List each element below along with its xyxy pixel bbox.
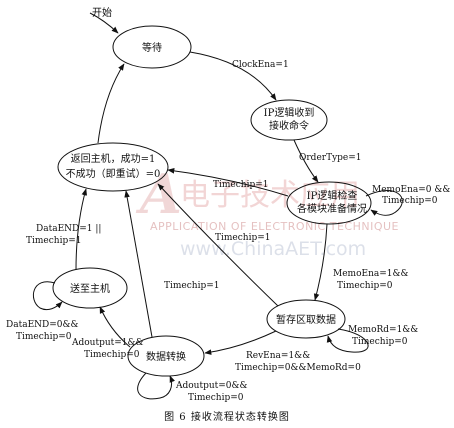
state-return-host-line1: 返回主机，成功=1 <box>71 152 156 165</box>
state-store-data: 暂存区取数据 <box>266 299 346 339</box>
label-revena1-l1: RevEna=1&& <box>246 351 310 361</box>
edge-send-to-return <box>75 188 88 271</box>
state-ip-check-line1: IP逻辑检查 <box>307 189 358 202</box>
label-adoutput1-l1: Adoutput=1&& <box>71 338 144 348</box>
label-clockena: ClockEna=1 <box>232 60 289 70</box>
label-ordertype: OrderType=1 <box>299 153 362 163</box>
label-dataend0-l2: Timechip=0 <box>16 332 72 342</box>
edge-send-self <box>32 281 63 311</box>
label-adoutput1-l2: Timechip=0 <box>84 350 140 360</box>
edge-store-to-convert <box>204 330 277 355</box>
edge-convert-self <box>137 372 175 400</box>
label-timechip1-b: Timechip=1 <box>215 233 271 243</box>
watermark-url: www.ChinaAET.com <box>180 238 366 260</box>
state-return-host: 返回主机，成功=1 不成功（即重试）=0 <box>57 142 169 192</box>
state-send-host-label: 送至主机 <box>70 282 110 295</box>
state-return-host-line2: 不成功（即重试）=0 <box>66 167 161 180</box>
state-store-data-label: 暂存区取数据 <box>276 313 336 326</box>
edge-receive-to-check <box>293 139 319 183</box>
edge-store-to-return <box>157 183 279 307</box>
state-wait-label: 等待 <box>142 41 162 54</box>
label-dataend0-l1: DataEND=0&& <box>6 320 79 330</box>
state-ip-receive-line1: IP逻辑收到 <box>264 106 315 119</box>
label-adoutput0-l1: Adoutput=0&& <box>175 381 248 391</box>
label-memoena1-l1: MemoEna=1&& <box>333 269 409 279</box>
start-label: 开始 <box>92 6 112 19</box>
edge-check-to-return <box>167 168 289 197</box>
label-memoena0-l2: Timechip=0 <box>382 196 438 206</box>
label-memoena1-l2: Timechip=0 <box>337 281 393 291</box>
label-timechip1-c: Timechip=1 <box>164 281 220 291</box>
start-arrow <box>89 12 119 34</box>
figure-caption: 图 6 接收流程状态转换图 <box>164 410 290 423</box>
label-memord1-l1: MemoRd=1&& <box>348 325 418 335</box>
edge-wait-to-receive <box>189 51 277 101</box>
label-dataend1-l2: Timechip=1 <box>26 236 82 246</box>
edge-check-to-store <box>313 223 328 301</box>
edge-convert-to-return <box>124 190 153 338</box>
label-adoutput0-l2: Timechip=0 <box>188 393 244 403</box>
label-timechip1-a: Timechip=1 <box>213 180 269 190</box>
edge-store-self <box>326 328 369 353</box>
state-ip-receive-line2: 接收命令 <box>269 119 309 132</box>
edge-check-self <box>365 190 403 216</box>
state-ip-receive: IP逻辑收到 接收命令 <box>250 99 328 141</box>
state-ip-check-line2: 各模块准备情况 <box>297 202 367 215</box>
label-dataend1-l1: DataEND=1 || <box>36 224 101 234</box>
label-memord1-l2: Timechip=0 <box>352 337 408 347</box>
state-send-host: 送至主机 <box>52 267 128 309</box>
state-convert: 数据转换 <box>127 335 205 377</box>
state-ip-check: IP逻辑检查 各模块准备情况 <box>286 181 372 225</box>
state-convert-label: 数据转换 <box>146 350 186 363</box>
watermark-logo-cn: 电子技术应用 <box>180 178 360 213</box>
edge-return-to-wait <box>97 63 125 144</box>
state-wait: 等待 <box>112 25 192 69</box>
watermark-subtitle: APPLICATION OF ELECTRONIC TECHNIQUE <box>150 220 399 233</box>
label-memoena0-l1: MemoEna=0 && <box>372 185 450 195</box>
edge-convert-to-send <box>99 306 131 348</box>
label-revena1-l2: Timechip=0&&MemoRd=0 <box>235 363 361 373</box>
